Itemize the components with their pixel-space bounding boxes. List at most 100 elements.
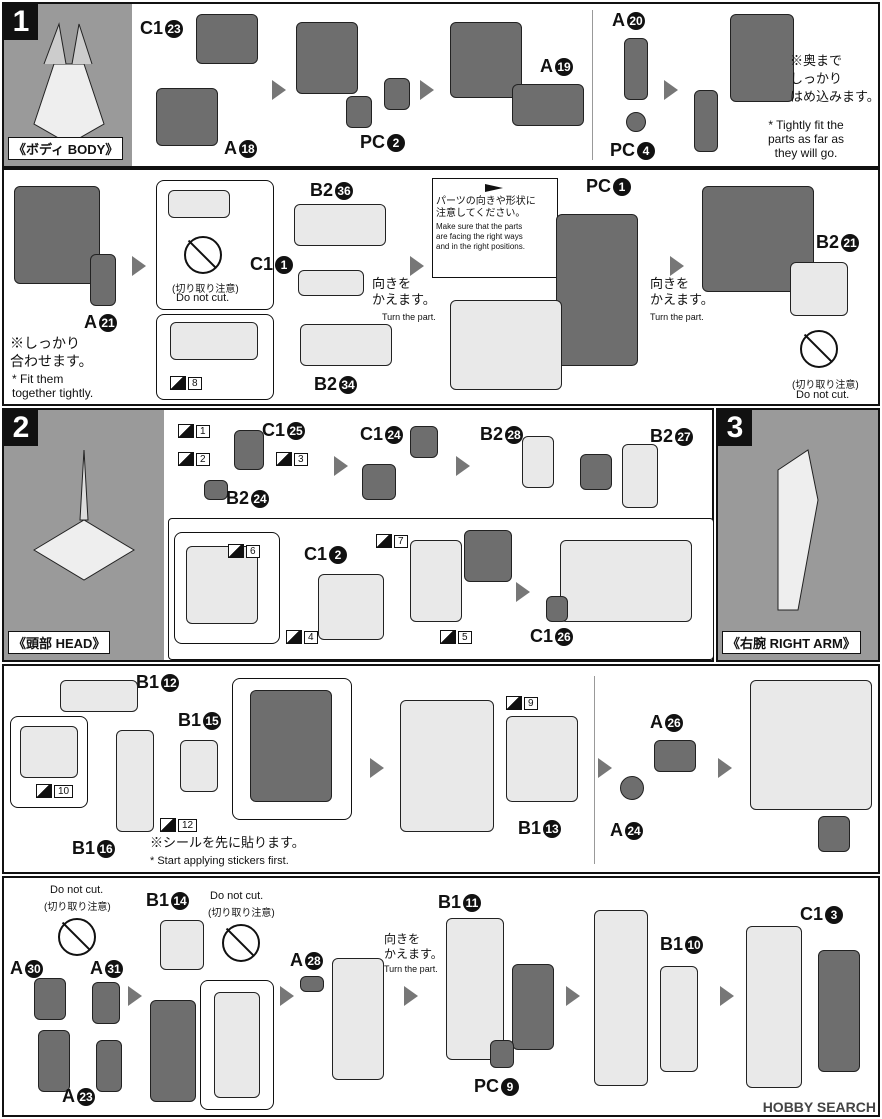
sticker-12: 12	[160, 818, 198, 832]
part-forearm-inner	[512, 964, 554, 1050]
note-together-jp: ※しっかり 合わせます。	[10, 335, 93, 369]
step-number-3: 3	[718, 410, 752, 446]
part-b2-36	[294, 204, 386, 246]
part-b2-34-detail	[170, 322, 258, 360]
sticker-8: 8	[170, 376, 202, 390]
warning-icon	[485, 184, 503, 192]
flow-arrow	[566, 986, 580, 1006]
part-body-assembly-4	[14, 186, 100, 284]
part-c1-23-frame	[196, 14, 258, 64]
part-head-core	[362, 464, 396, 500]
sticker-2: 2	[178, 452, 210, 466]
flow-arrow	[720, 986, 734, 1006]
part-a21	[90, 254, 116, 306]
warning-jp: パーツの向きや形状に 注意してください。	[436, 196, 536, 219]
flow-arrow	[670, 256, 684, 276]
part-antenna-detail	[186, 546, 258, 624]
part-a23	[96, 1040, 122, 1092]
divider	[594, 676, 595, 864]
part-antenna-left	[318, 574, 384, 640]
part-arm-assembly	[400, 700, 494, 832]
part-body-assembly-5	[556, 214, 638, 366]
part-c1-1-runner	[168, 190, 230, 218]
flow-arrow	[598, 758, 612, 778]
flow-arrow	[132, 256, 146, 276]
step1-hero-image: 1 《ボディ BODY》	[4, 4, 132, 166]
flow-arrow	[664, 80, 678, 100]
part-a20-placed	[694, 90, 718, 152]
note-fit-jp: ※奥まで しっかり はめ込みます。	[790, 53, 880, 104]
nocut-jp-4: (切り取り注意)	[208, 908, 275, 919]
flow-arrow	[456, 456, 470, 476]
sticker-note-jp: ※シールを先に貼ります。	[150, 835, 305, 850]
flow-arrow	[516, 582, 530, 602]
part-pc2-a	[346, 96, 372, 128]
part-b1-11	[446, 918, 504, 1060]
part-a28	[300, 976, 324, 992]
nocut-en-4: Do not cut.	[210, 890, 264, 902]
flow-arrow	[410, 256, 424, 276]
nocut-en-2: Do not cut.	[796, 389, 850, 401]
part-head-final	[560, 540, 692, 622]
nocut-en: Do not cut.	[176, 292, 230, 304]
sticker-note-en: * Start applying stickers first.	[150, 855, 289, 867]
part-body-assembly-3	[730, 14, 794, 102]
part-body-assembly	[296, 22, 358, 94]
part-c1-24	[410, 426, 438, 458]
turn-part-jp-2: 向きを かえます。	[650, 276, 714, 307]
flow-arrow	[718, 758, 732, 778]
part-shoulder-joint	[818, 816, 850, 852]
turn-part-jp-3: 向きを かえます。	[384, 932, 443, 961]
part-antenna-right	[410, 540, 462, 622]
part-elbow	[38, 1030, 70, 1092]
part-b2-24	[204, 480, 228, 500]
arm-caption: 《右腕 RIGHT ARM》	[722, 631, 861, 654]
body-caption: 《ボディ BODY》	[8, 137, 124, 160]
part-b1-15	[180, 740, 218, 792]
divider	[592, 10, 593, 160]
sticker-7: 7	[376, 534, 408, 548]
turn-part-en-3: Turn the part.	[384, 964, 438, 974]
part-forearm-detail	[214, 992, 260, 1098]
part-a31	[92, 982, 120, 1024]
part-c1-3	[818, 950, 860, 1072]
part-forearm-final	[746, 926, 802, 1088]
do-not-cut-icon-2	[800, 330, 838, 368]
flow-arrow	[370, 758, 384, 778]
part-a30	[34, 978, 66, 1020]
do-not-cut-icon	[184, 236, 222, 274]
part-b2-34	[300, 324, 392, 366]
part-head-core-2	[580, 454, 612, 490]
flow-arrow	[420, 80, 434, 100]
part-chest-plate	[450, 300, 562, 390]
part-arm-assembly-2	[750, 680, 872, 810]
sticker-10: 10	[36, 784, 74, 798]
part-forearm-assembly-2	[594, 910, 648, 1086]
part-b2-28	[522, 436, 554, 488]
step-number-1: 1	[4, 4, 38, 40]
note-together-en: * Fit them together tightly.	[12, 372, 94, 400]
